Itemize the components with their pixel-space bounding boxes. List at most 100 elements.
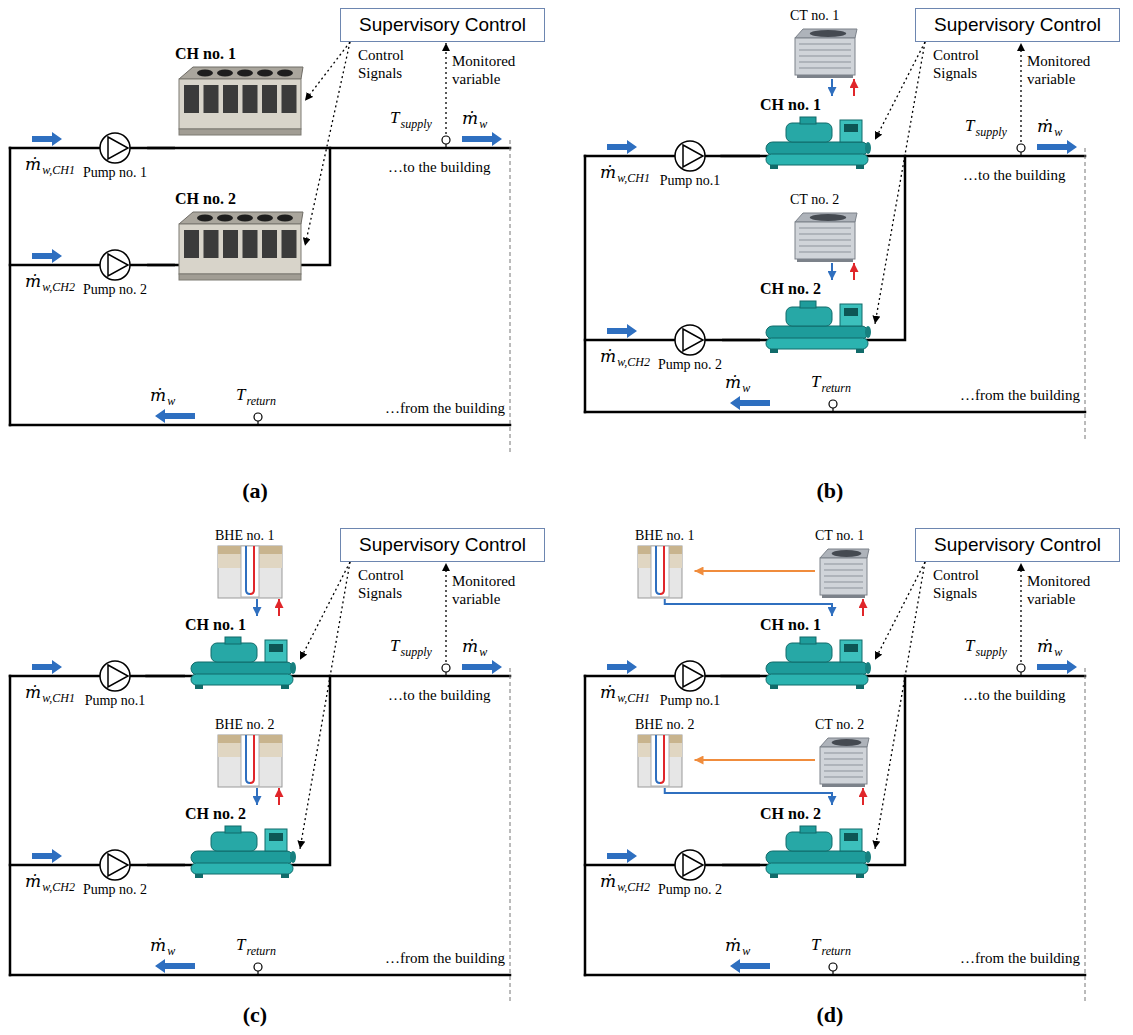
water-pipe: [722, 339, 760, 342]
pump-symbol: [673, 848, 707, 882]
flow-arrow: [462, 660, 502, 674]
water-cooled-chiller-picture: [760, 114, 875, 169]
variable-symbol: ṁ: [25, 871, 41, 891]
pump-symbol-part: [683, 665, 703, 687]
chiller-picture-part: [191, 851, 293, 864]
signal-label: Control Signals: [358, 566, 430, 602]
flow-arrow: [462, 132, 502, 146]
pump-symbol-part: [675, 850, 705, 880]
cooling-tower-part: [797, 259, 853, 262]
panel-illustration: [10, 132, 510, 453]
borehole-label: BHE no. 2: [215, 717, 285, 733]
chiller-picture-part: [766, 674, 868, 685]
pump-label: Pump no. 1: [83, 165, 147, 181]
borehole-label: BHE no. 1: [215, 528, 285, 544]
borehole-label: BHE no. 2: [635, 717, 695, 733]
water-cooled-chiller-picture: [760, 634, 875, 689]
cooling-tower-part: [820, 747, 867, 784]
variable-symbol: ṁ: [25, 271, 41, 291]
panel-illustration: [10, 660, 510, 1003]
chiller-picture-part: [269, 644, 283, 652]
pump-symbol-part: [100, 133, 130, 163]
chiller-picture-part: [840, 120, 862, 142]
chiller-picture-part: [766, 154, 868, 165]
chiller-picture-part: [786, 307, 832, 326]
return-water-line: [278, 599, 280, 616]
cooling-tower-part: [824, 759, 863, 760]
borehole-picture: [215, 733, 285, 788]
pump-label: Pump no.1: [660, 693, 721, 709]
temperature-sensor: [442, 664, 450, 672]
chiller-label: CH no. 2: [760, 805, 875, 823]
chiller-picture-part: [179, 274, 301, 280]
variable-symbol: T: [236, 385, 245, 405]
water-cooled-chiller-picture: [185, 823, 300, 878]
water-pipe: [720, 155, 760, 158]
cooling-tower-part: [799, 240, 851, 241]
subscript: w: [479, 117, 487, 131]
chiller: CH no. 2: [760, 805, 875, 878]
cooling-tower-part: [824, 570, 863, 571]
sensor-stem: [257, 421, 258, 425]
chiller-picture-part: [277, 215, 293, 222]
pump-label: Pump no. 2: [83, 282, 147, 298]
cooling-tower-part: [799, 246, 851, 247]
borehole-part: [250, 735, 254, 783]
chiller: CH no. 2: [185, 805, 300, 878]
borehole-part: [656, 735, 660, 783]
pump-symbol: [98, 131, 132, 165]
cooling-tower: CT no. 1: [790, 8, 860, 79]
variable-symbol: ṁ: [462, 636, 478, 656]
cooling-tower-part: [832, 550, 862, 557]
variable-symbol: ṁ: [1037, 116, 1053, 136]
chiller: CH no. 1: [185, 616, 300, 689]
return-water-line: [853, 263, 855, 280]
chiller-picture-part: [223, 230, 238, 258]
chiller-picture-part: [179, 212, 303, 224]
chiller-picture-part: [766, 326, 868, 339]
control-signal-arrow: [875, 42, 925, 324]
subscript: w,CH1: [617, 171, 650, 185]
flow-arrow: [155, 409, 195, 423]
water-pipe: [145, 675, 185, 678]
control-box-label: Supervisory Control: [930, 533, 1105, 557]
signal-label: Monitored variable: [452, 52, 532, 88]
cooling-tower-part: [824, 765, 863, 766]
air-cooled-chiller-picture: [175, 63, 305, 138]
control-signal-arrow: [875, 42, 925, 140]
pump-symbol: [673, 139, 707, 173]
subscript: w: [742, 381, 750, 395]
cooling-tower-part: [795, 213, 857, 222]
return-water-line: [862, 788, 864, 805]
chiller-picture-part: [766, 851, 868, 864]
variable-symbol: T: [965, 116, 974, 136]
control-signal-arrow: [300, 562, 350, 660]
variable-symbol: T: [965, 636, 974, 656]
pump-label: Pump no. 2: [83, 882, 147, 898]
water-pipe: [147, 864, 185, 867]
control-signal-arrow: [875, 562, 925, 849]
monitoring-arrow: [1020, 43, 1021, 142]
subscript: supply: [400, 645, 431, 659]
cooling-tower-part: [795, 38, 855, 75]
chiller-picture-part: [197, 215, 213, 222]
pump-label: Pump no.1: [660, 173, 721, 189]
cooling-tower-part: [797, 75, 853, 78]
chiller-picture-part: [197, 70, 213, 77]
chiller-picture-part: [786, 123, 832, 142]
chiller-picture-part: [184, 85, 199, 113]
flow-arrow: [155, 959, 195, 973]
pump-label: Pump no.1: [85, 693, 146, 709]
subscript: return: [246, 944, 276, 958]
pump-symbol-part: [683, 854, 703, 876]
cooling-tower-part: [824, 777, 863, 778]
cooling-tower-part: [795, 29, 857, 38]
chiller-picture-part: [281, 685, 289, 689]
subscript: w: [167, 944, 175, 958]
chiller-picture-part: [865, 142, 871, 154]
chiller-picture-part: [257, 70, 273, 77]
signal-label: Control Signals: [358, 46, 430, 82]
